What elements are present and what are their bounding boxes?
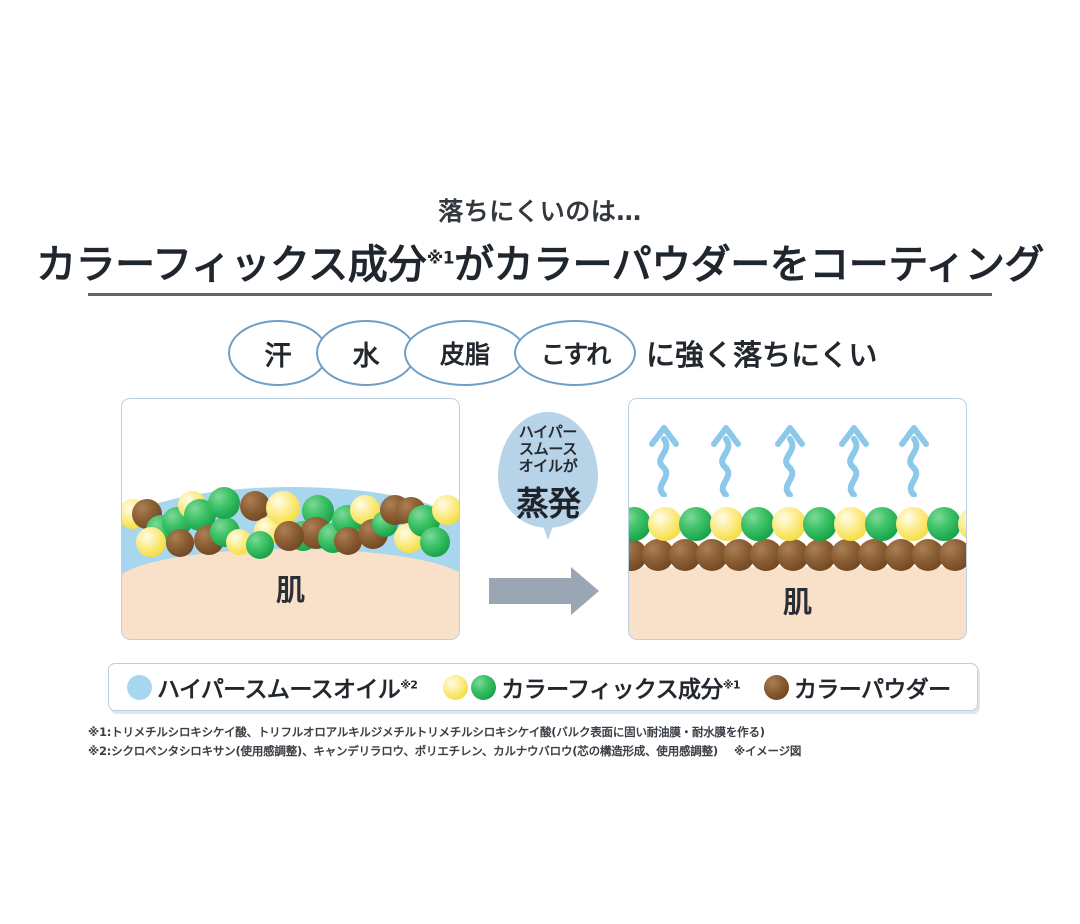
legend-item-oil: ハイパースムースオイル※2 [127, 670, 418, 704]
particle-green [741, 507, 775, 541]
particle-yellow [958, 507, 966, 541]
evaporation-arrow-icon [899, 425, 929, 497]
particle-yellow [710, 507, 744, 541]
particle-yellow [432, 495, 459, 525]
skin-label-after: 肌 [782, 585, 812, 619]
page-title: カラーフィックス成分※1がカラーパウダーをコーティング [0, 232, 1080, 290]
resistance-tag-row: 汗 水 皮脂 こすれ に強く落ちにくい [228, 320, 877, 386]
particle-brown [885, 539, 917, 571]
evaporation-line-2: スムース [518, 440, 578, 459]
headline-part-before: カラーフィックス成分 [36, 242, 427, 288]
evaporation-line-3: オイルが [518, 457, 578, 476]
particle-brown [939, 539, 966, 571]
particle-brown [240, 491, 270, 521]
tag-oval-sweat: 汗 [228, 320, 328, 386]
legend-swatch-blue-icon [127, 674, 152, 700]
skin-layer-after [629, 567, 966, 639]
legend-item-powder: カラーパウダー [763, 670, 951, 704]
tag-row-caption: に強く落ちにくい [646, 338, 878, 372]
tag-oval-sebum-label: 皮脂 [439, 340, 490, 369]
legend: ハイパースムースオイル※2 カラーフィックス成分※1 カラーパウダー [108, 663, 978, 711]
particle-brown [274, 521, 304, 551]
evaporation-line-1: ハイパー [518, 423, 578, 441]
legend-item-colorfix: カラーフィックス成分※1 [443, 670, 741, 704]
particle-yellow [648, 507, 682, 541]
diagram-panel-after: 肌 [628, 398, 967, 640]
legend-swatch-yellow-icon [443, 674, 469, 700]
evaporation-arrow-icon [649, 425, 679, 497]
footnotes: ※1:トリメチルシロキシケイ酸、トリフルオロアルキルジメチルトリメチルシロキシケ… [88, 723, 988, 760]
tag-oval-rubbing-label: こすれ [540, 340, 612, 369]
particle-yellow [834, 507, 868, 541]
legend-label-oil: ハイパースムースオイル※2 [157, 677, 418, 703]
tag-oval-water: 水 [316, 320, 416, 386]
legend-label-colorfix: カラーフィックス成分※1 [501, 677, 740, 703]
particle-yellow [896, 507, 930, 541]
evaporation-callout-text: ハイパー スムース オイルが [498, 423, 598, 476]
skin-label-before: 肌 [275, 573, 305, 607]
particle-brown [966, 539, 967, 571]
particle-brown [912, 539, 944, 571]
particle-brown [696, 539, 728, 571]
particle-brown [750, 539, 782, 571]
particle-brown [804, 539, 836, 571]
footnote-2: ※2:シクロペンタシロキサン(使用感調整)、キャンデリラロウ、ポリエチレン、カル… [88, 743, 802, 758]
particle-green [246, 531, 274, 559]
particle-brown [166, 529, 194, 557]
particle-yellow [136, 527, 166, 557]
particle-green [629, 507, 651, 541]
particle-green [803, 507, 837, 541]
legend-swatch-brown-icon [763, 674, 789, 700]
particle-brown [669, 539, 701, 571]
subtitle: 落ちにくいのは… [438, 197, 642, 226]
header-divider [88, 293, 992, 296]
particle-brown [642, 539, 674, 571]
evaporation-emphasis: 蒸発 [516, 484, 581, 523]
evaporation-arrow-icon [711, 425, 741, 497]
particle-green [208, 487, 240, 519]
particle-yellow [772, 507, 806, 541]
headline-part-after: がカラーパウダーをコーティング [454, 242, 1044, 288]
footnote-1: ※1:トリメチルシロキシケイ酸、トリフルオロアルキルジメチルトリメチルシロキシケ… [88, 725, 765, 739]
transition-arrow-icon [489, 567, 599, 615]
particle-green [927, 507, 961, 541]
particle-green [865, 507, 899, 541]
particle-brown [629, 539, 647, 571]
particle-brown [777, 539, 809, 571]
legend-label-powder: カラーパウダー [793, 677, 951, 703]
headline-footnote-marker: ※1 [426, 248, 455, 269]
particle-green [420, 527, 450, 557]
particle-brown [831, 539, 863, 571]
particle-brown [334, 527, 362, 555]
tag-oval-water-label: 水 [352, 340, 380, 372]
diagram-panel-before: 肌 [121, 398, 460, 640]
tag-oval-rubbing: こすれ [514, 320, 636, 386]
legend-swatch-green-icon [471, 674, 497, 700]
particle-brown [858, 539, 890, 571]
evaporation-arrow-icon [775, 425, 805, 497]
evaporation-callout-shape [498, 412, 598, 540]
tag-oval-sweat-label: 汗 [264, 340, 292, 372]
skin-layer-before [122, 549, 459, 639]
particle-green [679, 507, 713, 541]
particle-yellow [266, 491, 300, 525]
tag-oval-sebum: 皮脂 [404, 320, 526, 386]
particle-brown [723, 539, 755, 571]
evaporation-arrow-icon [839, 425, 869, 497]
